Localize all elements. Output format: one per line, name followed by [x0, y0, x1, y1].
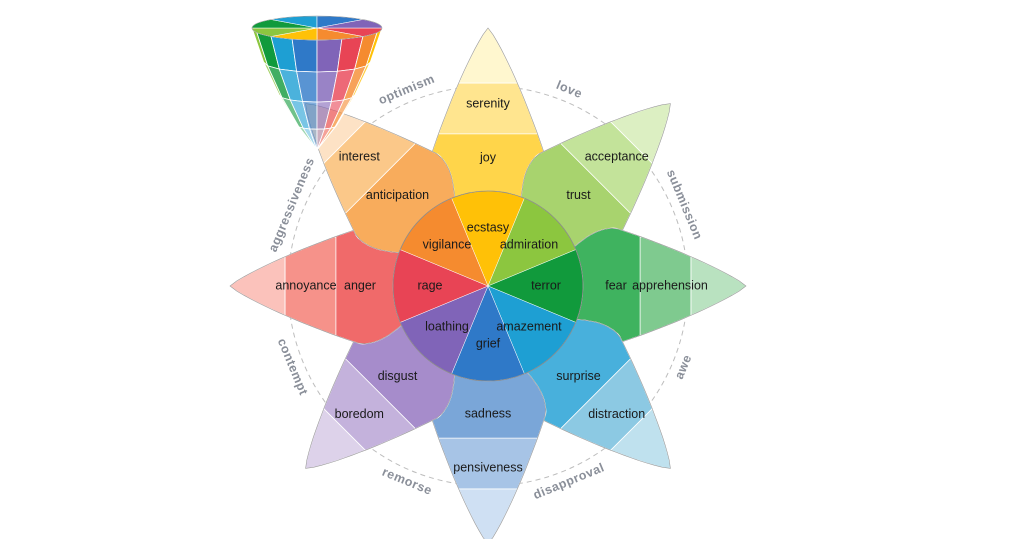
petal-tip — [457, 27, 519, 84]
cone-segment — [291, 38, 318, 73]
dyad-label-remorse: remorse — [380, 465, 434, 498]
emotion-label-inner: admiration — [500, 237, 558, 251]
dyad-label-submission: submission — [664, 168, 705, 242]
emotion-label-inner: ecstasy — [467, 220, 510, 234]
petal-joy — [429, 27, 547, 200]
emotion-label-outer: distraction — [588, 407, 645, 421]
dyad-label-love: love — [554, 78, 584, 101]
emotion-label-middle: anger — [344, 278, 376, 292]
emotion-label-inner: loathing — [425, 319, 469, 333]
emotion-label-middle: fear — [605, 278, 627, 292]
emotion-label-middle: surprise — [556, 369, 601, 383]
emotion-label-middle: trust — [566, 188, 591, 202]
emotion-label-middle: anticipation — [366, 188, 429, 202]
labels-group: ecstasy joy serenity admiration trust accepta… — [275, 96, 708, 474]
emotion-label-outer: interest — [339, 150, 381, 164]
petal-disgust — [305, 318, 456, 469]
dyad-label-optimism: optimism — [376, 72, 436, 108]
petals-group — [229, 27, 747, 539]
core-ring — [392, 190, 584, 382]
emotion-label-inner: amazement — [496, 319, 562, 333]
emotion-label-inner: rage — [417, 278, 442, 292]
emotion-label-inner: grief — [476, 336, 501, 350]
emotion-label-inner: terror — [531, 278, 561, 292]
dyad-label-disapproval: disapproval — [531, 460, 606, 502]
petal-surprise — [520, 318, 671, 469]
petal-trust — [520, 103, 671, 254]
emotion-cone-3d — [251, 15, 383, 151]
emotion-label-outer: annoyance — [275, 278, 336, 292]
emotion-label-middle: sadness — [465, 406, 512, 420]
dyad-label-aggressiveness: aggressiveness — [266, 155, 318, 253]
emotion-label-outer: serenity — [466, 96, 511, 110]
emotion-label-outer: boredom — [335, 407, 384, 421]
emotion-label-inner: vigilance — [423, 237, 472, 251]
petal-tip — [457, 488, 519, 539]
emotion-label-outer: apprehension — [632, 278, 708, 292]
cone-segment — [316, 125, 337, 151]
emotion-label-middle: disgust — [378, 369, 418, 383]
emotion-label-outer: acceptance — [585, 150, 649, 164]
emotion-label-middle: joy — [479, 150, 497, 164]
petal-sadness — [429, 372, 547, 539]
cone-top-outline — [251, 15, 383, 41]
core-outline-circle — [392, 190, 584, 382]
petal-anger — [229, 227, 402, 345]
emotion-label-outer: pensiveness — [453, 460, 523, 474]
